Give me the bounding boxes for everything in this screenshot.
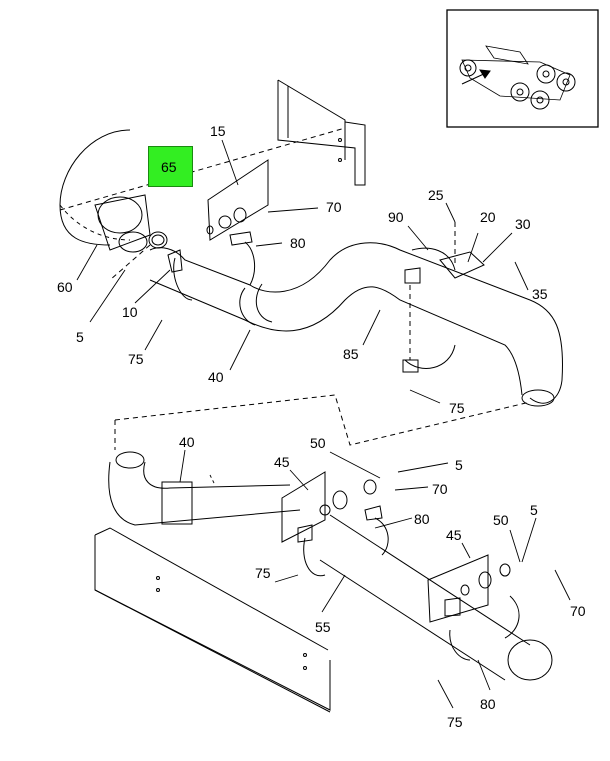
highlighted-part-callout[interactable]: 65 [148,146,193,187]
callout-75-bottom: 75 [447,714,463,730]
upper-dashed-leaders [59,127,456,360]
callout-5-lower: 5 [455,457,463,473]
callout-30: 30 [515,216,531,232]
callout-70: 70 [326,199,342,215]
callout-40: 40 [208,369,224,385]
callout-75-upper-right: 75 [449,400,465,416]
callout-90: 90 [388,209,404,225]
callout-50-right: 50 [493,512,509,528]
callout-15: 15 [210,123,226,139]
link-dashed-box [114,394,531,450]
upper-clamps [167,231,485,373]
callout-80-lower: 80 [414,511,430,527]
callout-20: 20 [480,209,496,225]
lower-bracket-left [281,471,377,543]
callout-5: 5 [76,329,84,345]
callout-85: 85 [343,346,359,362]
callout-25: 25 [428,187,444,203]
lower-straight-pipe [319,514,553,681]
upper-pipe [149,242,564,407]
callout-5-right: 5 [530,502,538,518]
highlighted-part-label: 65 [161,159,177,175]
callout-55: 55 [315,619,331,635]
lower-elbow-pipe [108,451,301,526]
callout-60: 60 [57,279,73,295]
callout-75-lower-left: 75 [255,565,271,581]
vehicle-locator-inset [446,9,599,128]
callout-80-bottom: 80 [480,696,496,712]
callout-70-right: 70 [570,603,586,619]
callout-10: 10 [122,304,138,320]
lower-clamps [297,505,520,661]
callout-75: 75 [128,351,144,367]
upper-frame-bracket [277,79,366,186]
callout-leaders [76,139,571,709]
lower-bracket-right [427,554,511,623]
callout-40-lower: 40 [179,434,195,450]
callout-45-right: 45 [446,527,462,543]
callout-50: 50 [310,435,326,451]
bracket-15 [206,159,269,241]
callout-70-lower: 70 [432,481,448,497]
frame-rail [94,527,331,713]
callout-35: 35 [532,286,548,302]
callout-45: 45 [274,454,290,470]
callout-80: 80 [290,235,306,251]
